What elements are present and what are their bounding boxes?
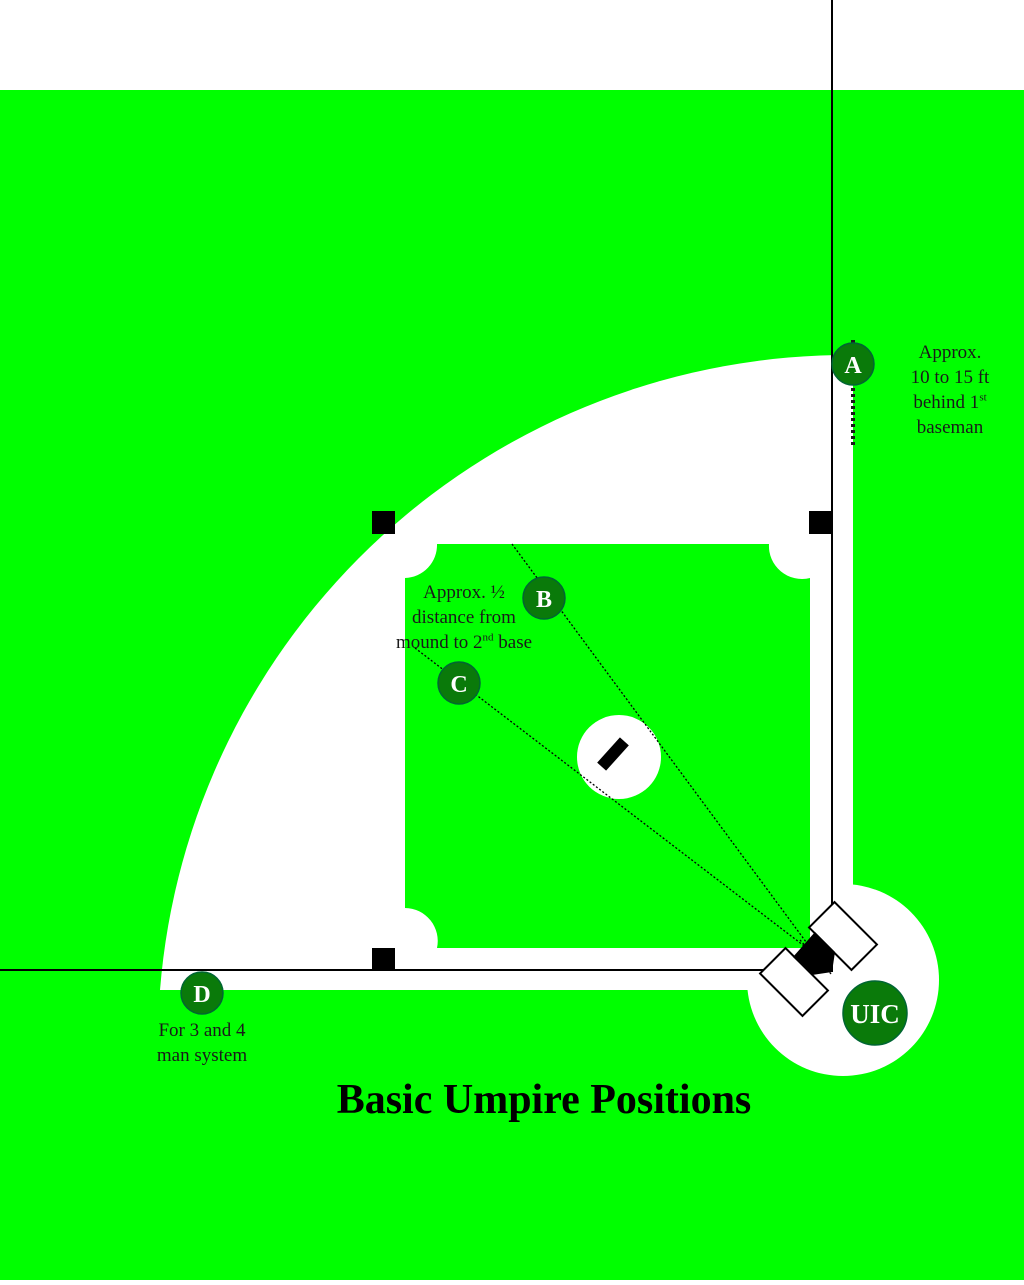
diagram-title: Basic Umpire Positions <box>336 1077 752 1123</box>
note-bc-line1: Approx. ½ <box>423 582 505 603</box>
umpire-c-label: C <box>450 672 467 698</box>
home-plate <box>793 932 835 975</box>
note-a-line4: baseman <box>916 417 984 438</box>
note-a-line2: 10 to 15 ft <box>910 367 990 388</box>
first-base <box>809 511 832 534</box>
sight-line-b <box>511 543 813 951</box>
note-umpire-a: Approx. 10 to 15 ft behind 1st baseman <box>890 340 1010 440</box>
note-bc-line3-sup: nd <box>482 631 494 644</box>
umpire-b-label: B <box>536 587 552 613</box>
pitchers-rubber <box>597 737 629 771</box>
third-base <box>372 948 395 971</box>
umpire-c: C <box>437 661 481 705</box>
umpire-in-chief-label: UIC <box>850 999 900 1029</box>
umpire-a: A <box>831 342 875 386</box>
note-bc-line2: distance from <box>412 607 516 628</box>
note-a-line3-text: behind 1 <box>913 392 980 413</box>
second-base <box>372 511 395 534</box>
note-a-line1: Approx. <box>918 342 982 363</box>
note-bc-line3: mound to 2nd base <box>374 630 554 655</box>
note-a-line3-sup: st <box>979 391 987 404</box>
umpire-in-chief: UIC <box>842 980 908 1046</box>
pitchers-mound <box>577 715 661 799</box>
umpire-d: D <box>180 971 224 1015</box>
note-a-line3: behind 1st <box>890 390 1010 415</box>
note-bc-line3-post: base <box>493 632 533 653</box>
umpire-a-label: A <box>844 353 862 379</box>
note-bc-line3-text: mound to 2 <box>395 632 483 653</box>
note-d-line2: man system <box>156 1045 248 1066</box>
umpire-b: B <box>522 576 566 620</box>
note-d-line1: For 3 and 4 <box>158 1020 246 1041</box>
umpire-d-label: D <box>193 982 210 1008</box>
note-umpires-bc: Approx. ½ distance from mound to 2nd bas… <box>374 580 554 655</box>
note-umpire-d: For 3 and 4 man system <box>132 1018 272 1068</box>
sight-line-c <box>414 647 813 953</box>
